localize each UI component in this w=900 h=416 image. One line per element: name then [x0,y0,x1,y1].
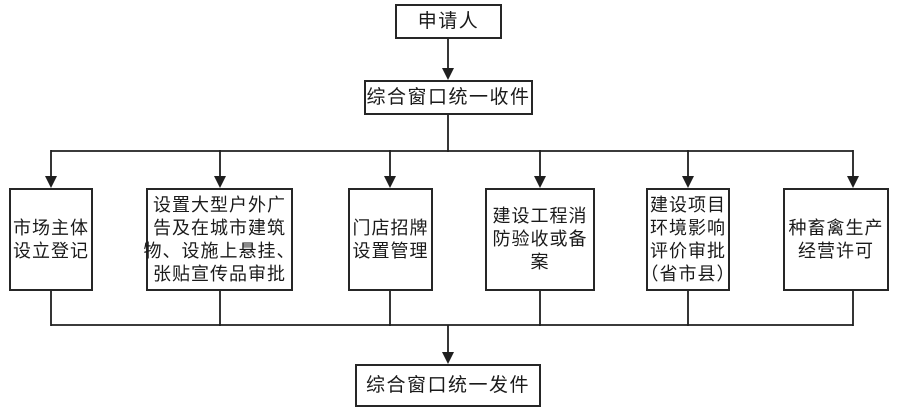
node-env-impact-approval: 建设项目 环境影响 评价审批 （省市县） [641,188,735,291]
node-shop-sign-management-label: 门店招牌 设置管理 [352,217,429,261]
node-livestock-license: 种畜禽生产 经营许可 [783,188,889,291]
node-market-registration: 市场主体 设立登记 [9,188,93,291]
node-market-registration-label: 市场主体 设立登记 [13,217,89,261]
node-dispatch-label: 综合窗口统一发件 [365,375,530,396]
node-intake-label: 综合窗口统一收件 [366,87,531,108]
node-fire-acceptance: 建设工程消 防验收或备 案 [485,188,595,291]
node-shop-sign-management: 门店招牌 设置管理 [348,188,433,291]
node-applicant-label: 申请人 [417,11,480,32]
node-intake: 综合窗口统一收件 [364,80,533,115]
node-outdoor-ad-approval: 设置大型户外广 告及在城市建筑 物、设施上悬挂、 张贴宣传品审批 [143,188,296,291]
node-livestock-license-label: 种畜禽生产 经营许可 [788,217,884,261]
arrow-applicant-to-intake [442,39,454,80]
node-env-impact-approval-label: 建设项目 环境影响 评价审批 （省市县） [640,194,736,284]
node-fire-acceptance-label: 建设工程消 防验收或备 案 [492,206,588,272]
node-applicant: 申请人 [395,4,502,39]
collect-drop-lines [50,291,854,326]
trunk-intake-to-rail [51,115,853,152]
node-outdoor-ad-approval-label: 设置大型户外广 告及在城市建筑 物、设施上悬挂、 张贴宣传品审批 [143,194,296,284]
arrow-rail-to-dispatch [442,325,454,364]
branch-drop-arrows [45,150,859,188]
node-dispatch: 综合窗口统一发件 [355,364,541,407]
